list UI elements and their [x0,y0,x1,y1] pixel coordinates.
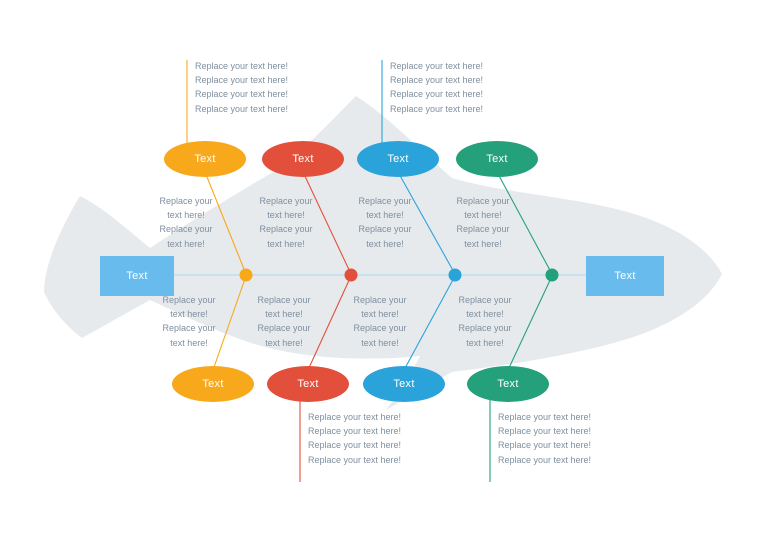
bottom-node-2[interactable]: Text [267,366,349,402]
text-line: text here! [366,238,404,249]
text-line: Replace your text here! [308,440,402,451]
text-line: Replace your text here! [390,75,484,86]
top-outer-text-1[interactable]: Replace your text here! Replace your tex… [195,59,288,116]
rib-bottom-3 [403,275,456,371]
top-outer-text-2[interactable]: Replace your text here! Replace your tex… [390,59,483,116]
top-inner-text-4[interactable]: Replace your text here! Replace your tex… [442,194,524,251]
text-line: text here! [466,309,504,320]
top-node-3-label: Text [387,153,409,165]
tail-text-box-label: Text [126,270,148,282]
text-line: Replace your [353,295,407,305]
rib-top-3 [397,171,456,275]
text-line: Replace your [456,196,510,206]
text-line: Replace your [257,295,311,305]
text-line: Replace your text here! [498,412,592,422]
text-line: Replace your text here! [195,61,289,71]
rib-bottom-1 [212,275,247,371]
text-line: text here! [167,210,205,221]
bottom-inner-text-2[interactable]: Replace your text here! Replace your tex… [243,293,325,350]
text-line: text here! [464,238,502,249]
text-line: Replace your text here! [390,89,484,100]
bottom-outer-text-1[interactable]: Replace your text here! Replace your tex… [308,410,401,467]
text-line: Replace your text here! [195,89,289,100]
text-line: text here! [466,337,504,348]
text-line: Replace your [162,295,216,305]
text-line: text here! [366,210,404,221]
bottom-inner-text-4[interactable]: Replace your text here! Replace your tex… [444,293,526,350]
junction-dot-1 [239,268,253,282]
fish-body-shape [44,96,722,410]
head-text-box[interactable]: Text [586,256,664,296]
text-line: Replace your text here! [390,103,484,114]
top-inner-text-3[interactable]: Replace your text here! Replace your tex… [344,194,426,251]
text-line: Replace your [159,196,213,206]
rib-top-4 [496,171,553,275]
text-line: Replace your [159,224,213,235]
text-line: Replace your [456,224,510,235]
rib-top-2 [302,171,352,275]
text-line: Replace your text here! [498,440,592,451]
top-node-3[interactable]: Text [357,141,439,177]
top-node-4[interactable]: Text [456,141,538,177]
text-line: text here! [170,337,208,348]
text-line: Replace your text here! [308,426,402,437]
text-line: Replace your text here! [390,61,484,71]
text-line: Replace your text here! [195,103,289,114]
bottom-inner-text-3[interactable]: Replace your text here! Replace your tex… [339,293,421,350]
text-line: text here! [167,238,205,249]
text-line: Replace your [259,196,313,206]
text-line: Replace your [257,323,311,334]
text-line: Replace your [458,323,512,334]
bottom-node-2-label: Text [297,378,319,390]
bottom-node-1-label: Text [202,378,224,390]
bottom-node-4-label: Text [497,378,519,390]
text-line: Replace your [358,224,412,235]
text-line: Replace your text here! [195,75,289,86]
text-line: Replace your [259,224,313,235]
text-line: text here! [170,309,208,320]
bottom-node-3-label: Text [393,378,415,390]
junction-dot-2 [344,268,358,282]
text-line: Replace your [353,323,407,334]
bottom-inner-text-1[interactable]: Replace your text here! Replace your tex… [148,293,230,350]
text-line: text here! [267,238,305,249]
bottom-node-4[interactable]: Text [467,366,549,402]
text-line: Replace your [162,323,216,334]
rib-top-1 [204,171,247,275]
top-inner-text-1[interactable]: Replace your text here! Replace your tex… [145,194,227,251]
text-line: Replace your text here! [308,412,402,422]
text-line: text here! [361,309,399,320]
head-text-box-label: Text [614,270,636,282]
text-line: Replace your text here! [498,454,592,465]
top-node-2[interactable]: Text [262,141,344,177]
text-line: text here! [464,210,502,221]
text-line: text here! [265,337,303,348]
top-node-1[interactable]: Text [164,141,246,177]
bottom-outer-text-2[interactable]: Replace your text here! Replace your tex… [498,410,591,467]
text-line: text here! [267,210,305,221]
bottom-node-3[interactable]: Text [363,366,445,402]
text-line: Replace your text here! [308,454,402,465]
text-line: Replace your [358,196,412,206]
bottom-node-1[interactable]: Text [172,366,254,402]
text-line: Replace your text here! [498,426,592,437]
junction-dot-4 [545,268,559,282]
rib-bottom-4 [507,275,553,371]
tail-text-box[interactable]: Text [100,256,174,296]
rib-bottom-2 [307,275,352,371]
top-node-1-label: Text [194,153,216,165]
text-line: text here! [361,337,399,348]
junction-dot-3 [448,268,462,282]
text-line: text here! [265,309,303,320]
text-line: Replace your [458,295,512,305]
top-inner-text-2[interactable]: Replace your text here! Replace your tex… [245,194,327,251]
top-node-2-label: Text [292,153,314,165]
top-node-4-label: Text [486,153,508,165]
